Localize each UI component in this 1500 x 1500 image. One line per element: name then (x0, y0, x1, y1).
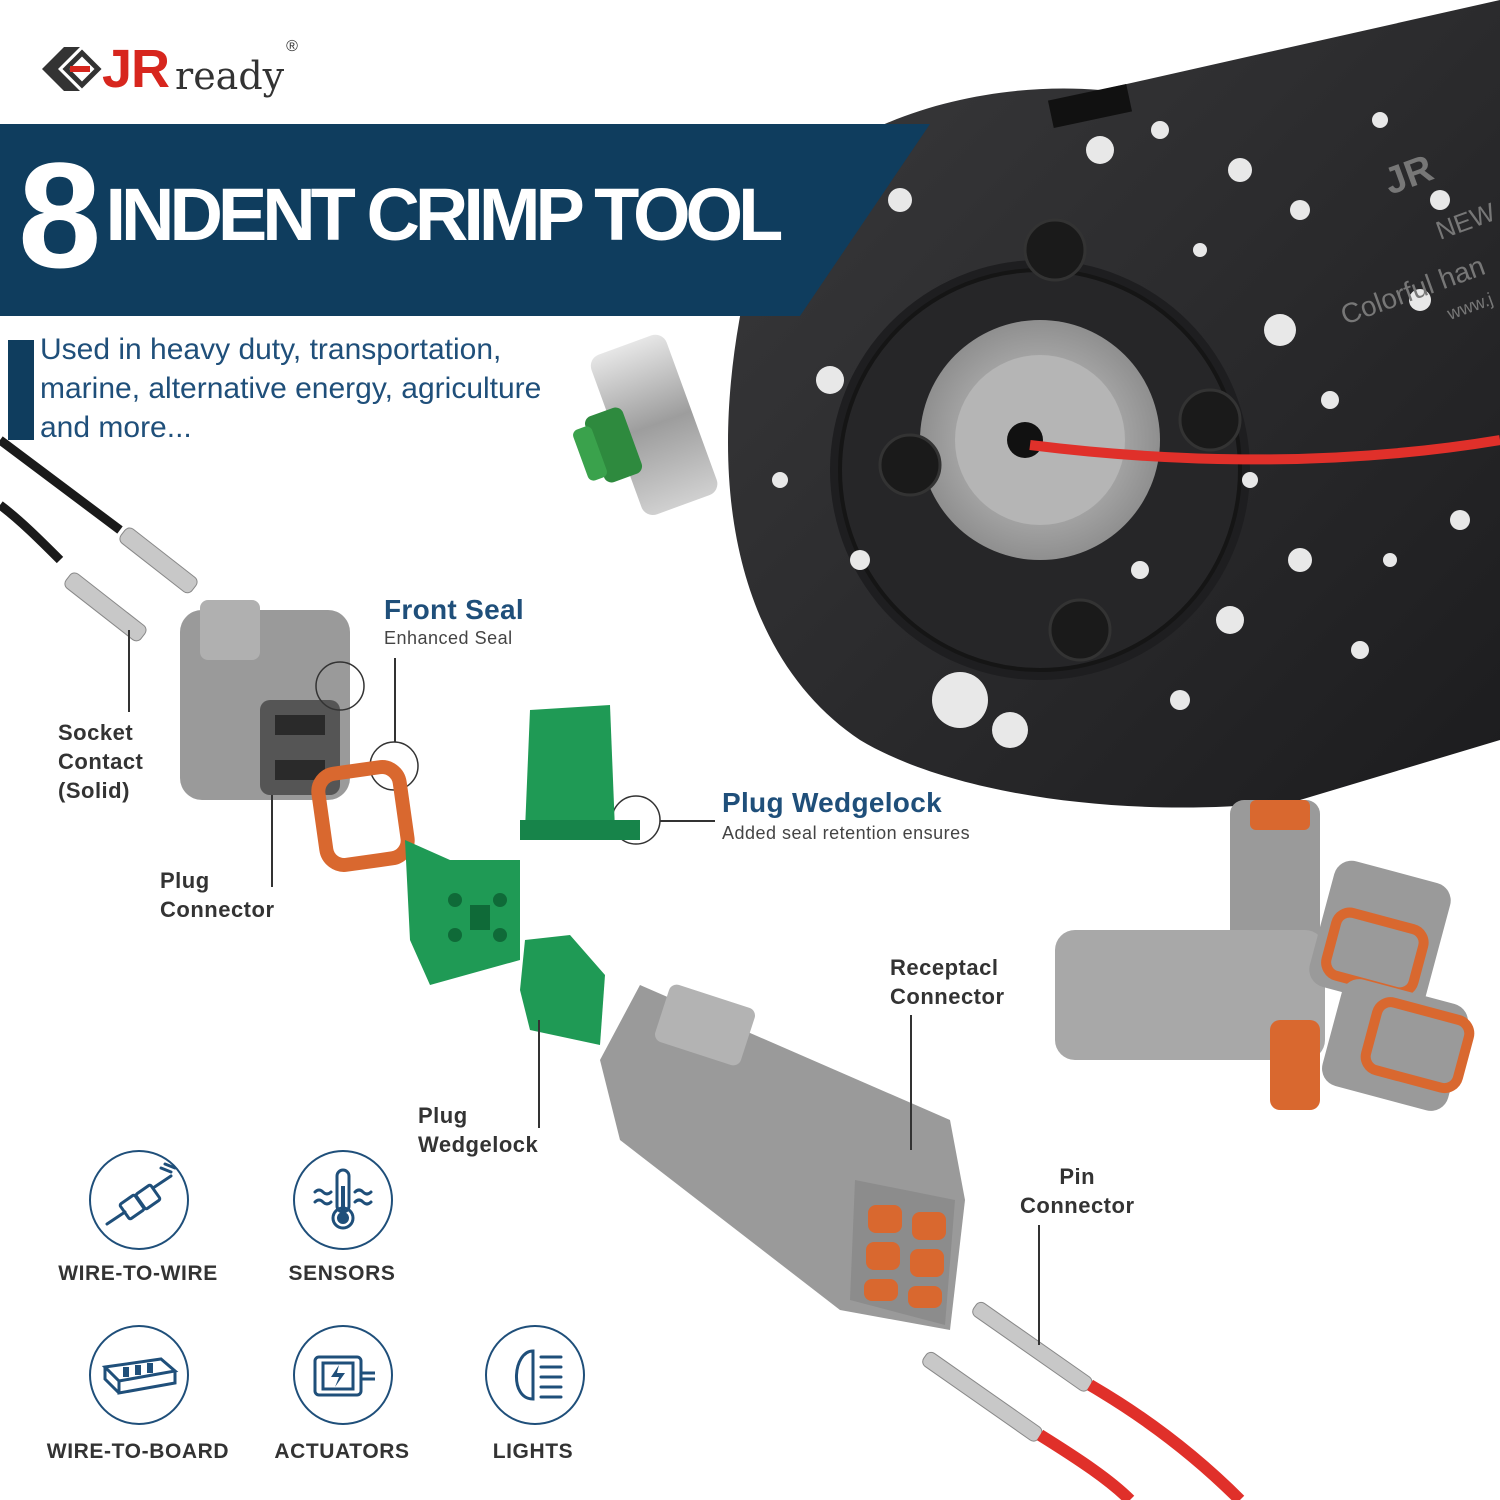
front-seal-subtitle: Enhanced Seal (384, 628, 513, 648)
callout-line-plug-wedgelock (538, 1020, 540, 1128)
actuators-icon (293, 1325, 393, 1425)
actuators-label: ACTUATORS (274, 1440, 410, 1463)
plug-connector-line-1: Plug (160, 868, 210, 893)
headline-banner (0, 124, 930, 316)
brand-name-jr: JR (102, 39, 170, 99)
plug-wedgelock-line-2: Wedgelock (418, 1132, 539, 1157)
plug-wedgelock-top-callout: Plug Wedgelock Added seal retention ensu… (722, 787, 970, 844)
callout-line-pin-connector (1038, 1225, 1040, 1345)
plug-connector-label: Plug Connector (160, 866, 275, 924)
wire-to-wire-icon (89, 1150, 189, 1250)
wire-to-board-label: WIRE-TO-BOARD (46, 1440, 230, 1463)
callout-line-plug-wedgelock-top (660, 820, 715, 822)
wire-to-board-icon (89, 1325, 189, 1425)
wire-to-wire-label: WIRE-TO-WIRE (58, 1262, 218, 1285)
tagline: Used in heavy duty, transportation, mari… (40, 333, 542, 444)
callout-line-socket-contact (128, 630, 130, 712)
callout-line-receptacle-connector (910, 1015, 912, 1150)
lights-icon (485, 1325, 585, 1425)
headline-number: 8 (18, 131, 101, 299)
plug-wedgelock-top-title: Plug Wedgelock (722, 787, 942, 818)
receptacle-connector-label: Receptacl Connector (890, 953, 1005, 1011)
socket-contact-line-2: Contact (58, 749, 144, 774)
brand-logo: JR ready ® (40, 34, 298, 104)
front-seal-title: Front Seal (384, 594, 524, 625)
plug-wedgelock-line-1: Plug (418, 1103, 468, 1128)
callout-line-plug-connector (271, 795, 273, 887)
sensors-icon (293, 1150, 393, 1250)
logo-mark-icon (42, 47, 102, 91)
socket-contact-line-1: Socket (58, 720, 134, 745)
headline-text: INDENT CRIMP TOOL (105, 173, 783, 256)
plug-wedgelock-label: Plug Wedgelock (418, 1101, 538, 1159)
receptacle-connector-line-2: Connector (890, 984, 1005, 1009)
registered-mark: ® (286, 38, 298, 55)
tagline-accent-bar (8, 340, 34, 440)
front-seal-callout: Front Seal Enhanced Seal (384, 594, 524, 649)
lights-label: LIGHTS (492, 1440, 574, 1463)
plug-connector-line-2: Connector (160, 897, 275, 922)
socket-contact-label: Socket Contact (Solid) (58, 718, 143, 805)
plug-wedgelock-top-subtitle: Added seal retention ensures (722, 823, 971, 843)
socket-contact-line-3: (Solid) (58, 778, 130, 803)
callout-line-front-seal (394, 658, 396, 742)
pin-connector-line-2: Connector (1020, 1193, 1135, 1218)
pin-connector-line-1: Pin (1059, 1164, 1096, 1189)
pin-connector-label: Pin Connector (1020, 1162, 1135, 1220)
receptacle-connector-line-1: Receptacl (890, 955, 999, 980)
brand-name-ready: ready (175, 54, 285, 98)
sensors-label: SENSORS (288, 1262, 396, 1285)
